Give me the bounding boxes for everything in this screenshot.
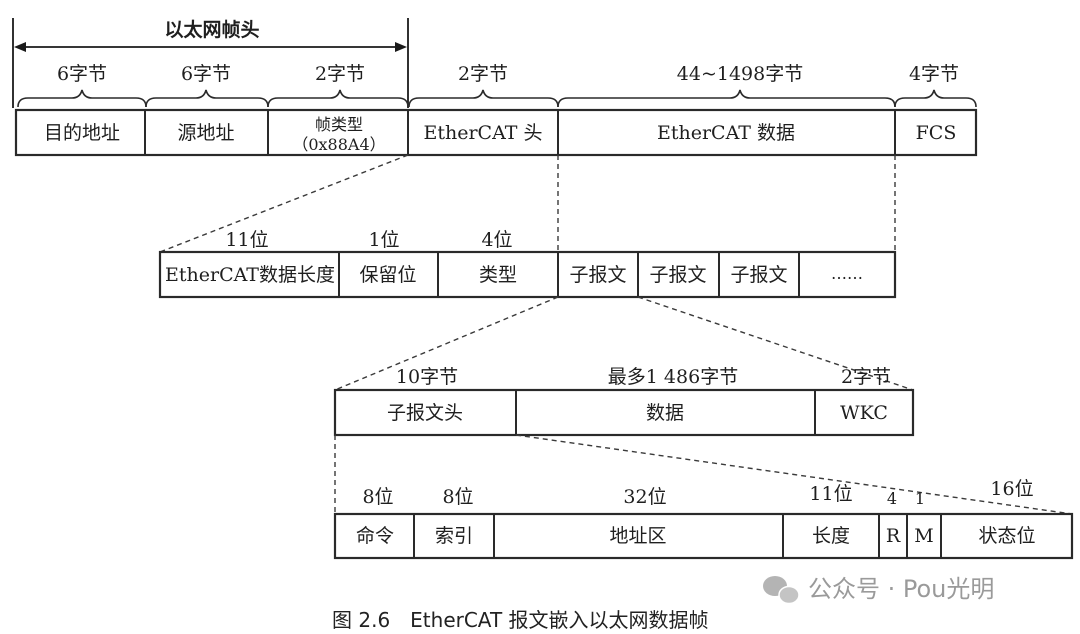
- arrow-left-head: [14, 42, 26, 52]
- cell-subframe-data: 数据: [646, 402, 684, 424]
- cell-frame-type-code: （0x88A4）: [292, 135, 385, 154]
- subframe-header-fields-row: [333, 512, 1074, 560]
- cell-subframe-1: 子报文: [569, 264, 626, 286]
- cell-subframe-header: 子报文头: [387, 402, 463, 424]
- cell-wkc: WKC: [840, 402, 888, 424]
- cell-subframe-3: 子报文: [730, 264, 787, 286]
- wechat-icon: [763, 576, 800, 605]
- size-subframe-header: 10字节: [396, 366, 458, 388]
- cell-ethercat-header: EtherCAT 头: [423, 122, 542, 144]
- size-fcs: 4字节: [909, 63, 959, 85]
- size-index: 8位: [442, 486, 473, 508]
- size-m: 1: [915, 489, 925, 508]
- cell-length: 长度: [812, 525, 850, 547]
- cell-index: 索引: [435, 525, 473, 547]
- cell-r: R: [886, 525, 901, 547]
- cell-command: 命令: [356, 525, 394, 547]
- size-status: 16位: [990, 478, 1033, 500]
- cell-reserved: 保留位: [359, 264, 416, 286]
- cell-ethercat-data: EtherCAT 数据: [657, 122, 795, 144]
- cell-frame-type: 帧类型: [315, 115, 363, 134]
- arrow-right-head: [395, 42, 407, 52]
- cell-type: 类型: [479, 264, 517, 286]
- cell-status: 状态位: [978, 525, 1035, 547]
- size-length: 11位: [809, 483, 852, 505]
- brace-dest-addr: [17, 89, 147, 108]
- brace-src-addr: [145, 89, 269, 108]
- size-dest-addr: 6字节: [57, 63, 107, 85]
- cell-src-addr: 源地址: [177, 122, 234, 144]
- size-address: 32位: [623, 486, 666, 508]
- ethernet-frame-row: [14, 108, 978, 157]
- expand-line-subframe-left: [334, 296, 559, 391]
- size-r: 4: [887, 489, 897, 508]
- brace-frame-type: [267, 89, 409, 108]
- brace-ethercat-data: [557, 89, 896, 108]
- cell-subframe-2: 子报文: [649, 264, 706, 286]
- brace-fcs: [894, 89, 977, 108]
- size-frame-type: 2字节: [315, 63, 365, 85]
- size-data-length: 11位: [225, 229, 268, 251]
- cell-address: 地址区: [609, 525, 666, 547]
- cell-fcs: FCS: [916, 122, 957, 144]
- size-src-addr: 6字节: [181, 63, 231, 85]
- ethercat-header-data-row: [158, 250, 897, 299]
- watermark-text: 公众号 · Pou光明: [808, 575, 994, 603]
- size-ethercat-header: 2字节: [458, 63, 508, 85]
- size-command: 8位: [362, 486, 393, 508]
- cell-more: ……: [831, 264, 863, 283]
- size-ethercat-data: 44~1498字节: [677, 63, 803, 85]
- eth-header-label: 以太网帧头: [164, 18, 259, 41]
- size-reserved: 1位: [368, 229, 399, 251]
- cell-data-length: EtherCAT数据长度: [165, 264, 335, 286]
- brace-ethercat-header: [408, 89, 559, 108]
- size-type: 4位: [481, 229, 512, 251]
- expand-line-subframe-right: [637, 296, 914, 391]
- cell-dest-addr: 目的地址: [44, 122, 120, 144]
- subframe-row: [333, 388, 915, 437]
- cell-m: M: [914, 525, 933, 547]
- size-subframe-data: 最多1 486字节: [608, 366, 738, 388]
- figure-caption: 图 2.6 EtherCAT 报文嵌入以太网数据帧: [332, 608, 709, 632]
- expand-line-header-fields-right: [515, 434, 1073, 515]
- size-wkc: 2字节: [841, 366, 891, 388]
